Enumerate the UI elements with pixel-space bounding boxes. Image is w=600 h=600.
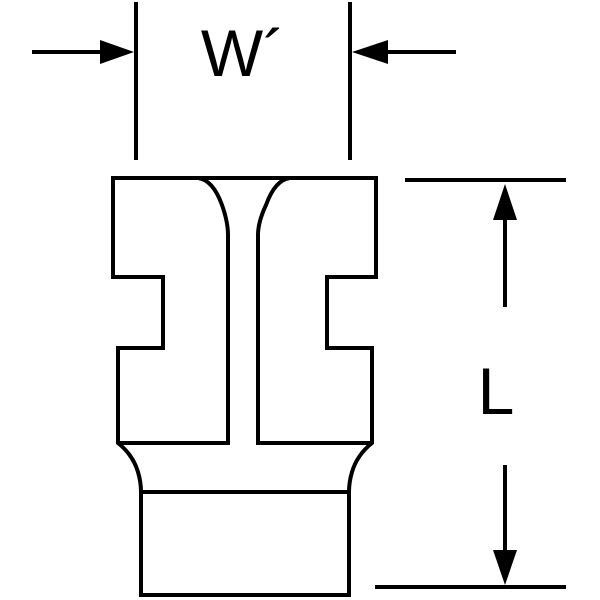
arrow-up-icon xyxy=(493,184,517,220)
width-label: W´ xyxy=(201,16,285,90)
arrow-right-icon xyxy=(100,40,134,64)
arrow-left-icon xyxy=(352,40,388,64)
length-label: L xyxy=(478,354,515,428)
arrow-down-icon xyxy=(493,550,517,585)
socket-outer-profile xyxy=(111,176,378,597)
socket-slot-left xyxy=(118,176,230,445)
socket-slot-right xyxy=(256,176,372,445)
